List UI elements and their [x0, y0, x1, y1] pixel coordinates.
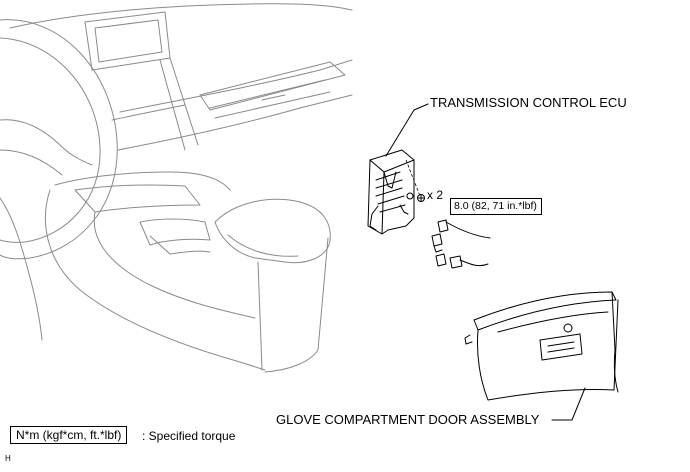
dashboard-top — [9, 3, 353, 29]
center-display — [84, 11, 171, 71]
glove-box-assembly — [464, 291, 619, 421]
armrest — [214, 198, 331, 264]
lower-dash-panel — [117, 94, 353, 151]
console-rear-box — [257, 237, 329, 373]
legend-description: : Specified torque — [142, 429, 236, 443]
ecu-label: TRANSMISSION CONTROL ECU — [430, 95, 627, 110]
ecu-unit — [367, 103, 429, 235]
vehicle-interior — [0, 3, 353, 373]
dash-right-trim — [199, 61, 346, 111]
center-stack — [111, 57, 199, 151]
glove-leader-line — [551, 387, 586, 421]
dashboard-lower-edge — [119, 59, 353, 113]
steering-wheel-spoke — [0, 119, 93, 176]
alignment-line — [405, 159, 421, 197]
ecu-leader-line — [385, 103, 429, 157]
figure-code: H — [5, 454, 11, 463]
wire-connectors — [431, 219, 491, 269]
legend-unit-box: N*m (kgf*cm, ft.*lbf) — [10, 426, 128, 444]
center-console-body — [44, 189, 266, 371]
bolt-icon — [406, 192, 425, 202]
bolt-quantity: x 2 — [427, 188, 444, 202]
glove-box-latch — [539, 333, 583, 361]
torque-spec-box: 8.0 (82, 71 in.*lbf) — [450, 198, 542, 215]
steering-wheel — [0, 19, 118, 260]
steering-wheel-inner — [0, 37, 101, 243]
center-console-front — [54, 171, 231, 191]
glove-box-label: GLOVE COMPARTMENT DOOR ASSEMBLY — [276, 412, 540, 427]
